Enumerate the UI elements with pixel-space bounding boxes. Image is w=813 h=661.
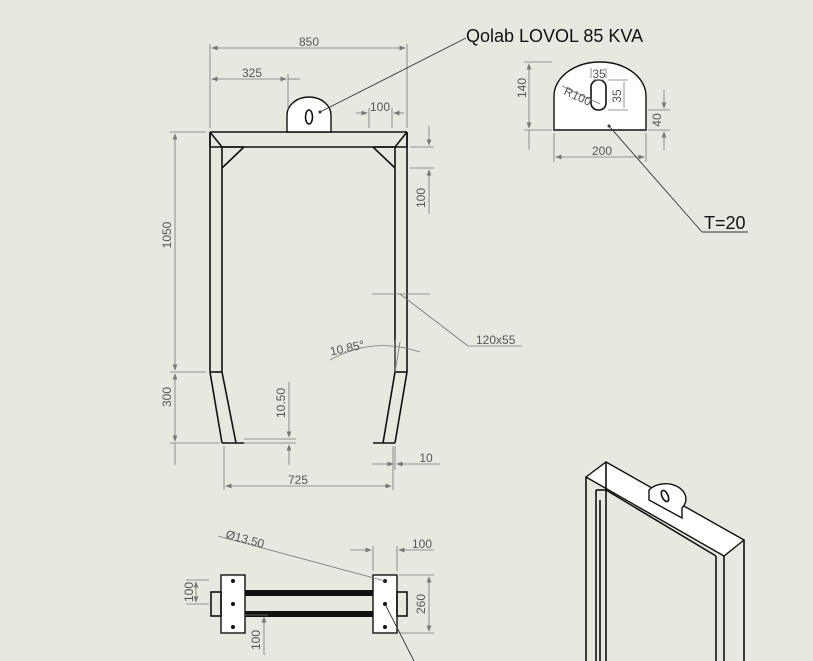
title-note: Qolab LOVOL 85 KVA [466, 26, 643, 46]
dim-height-lower-label: 300 [160, 387, 174, 407]
dim-foot-offset: 10.50 [244, 382, 296, 465]
thickness-note: T=20 [704, 213, 746, 233]
hole-dia-label: Ø13.50 [224, 527, 266, 551]
dim-base-width-label: 725 [288, 473, 308, 487]
dim-base-width: 725 [223, 446, 394, 490]
dim-height-upper-label: 1050 [160, 221, 174, 248]
frame-left-leg [209, 131, 245, 444]
front-view: 850 325 100 100 10 [160, 35, 522, 490]
left-lower-label: 100 [249, 630, 263, 650]
dim-lug-offset: 325 [211, 66, 300, 110]
isometric-view [584, 461, 746, 661]
frame-right-leg [372, 131, 408, 444]
lug-height-label: 140 [515, 78, 529, 98]
top-view: Ø13.50 100 260 100 100 [182, 527, 434, 661]
lug-slot-height-label: 35 [610, 89, 624, 103]
dim-overall-width-label: 850 [299, 35, 319, 49]
left-height-label: 100 [182, 582, 196, 602]
lug-width-label: 200 [592, 144, 612, 158]
dim-height-upper: 1050 [160, 131, 206, 373]
dim-foot-offset-label: 10.50 [274, 388, 288, 418]
lug-slot-width-label: 35 [592, 67, 606, 81]
dim-gusset-vertical: 100 [410, 126, 434, 214]
dim-angle-label: 10.85° [329, 338, 366, 359]
title-leader [318, 37, 467, 114]
plate-height-label: 260 [414, 594, 428, 614]
dim-height-lower: 300 [160, 373, 220, 465]
dim-lug-offset-label: 325 [242, 66, 262, 80]
dim-corner-gusset: 100 [356, 100, 404, 128]
dim-corner-gusset-label: 100 [370, 100, 390, 114]
dim-gusset-vertical-label: 100 [414, 188, 428, 208]
dim-foot-width-label: 10 [419, 451, 433, 465]
plate-margin-label: 100 [412, 537, 432, 551]
section-note-label: 120x55 [476, 333, 516, 347]
lug-detail-view: 140 35 35 R100 40 200 [515, 61, 748, 233]
lug-edge-height-label: 40 [650, 113, 664, 127]
lifting-lug-front [286, 96, 332, 133]
dim-foot-width: 10 [372, 446, 440, 470]
dim-overall-width: 850 [209, 35, 408, 128]
frame-top-beam [209, 131, 408, 148]
section-callout: 120x55 [372, 293, 522, 347]
